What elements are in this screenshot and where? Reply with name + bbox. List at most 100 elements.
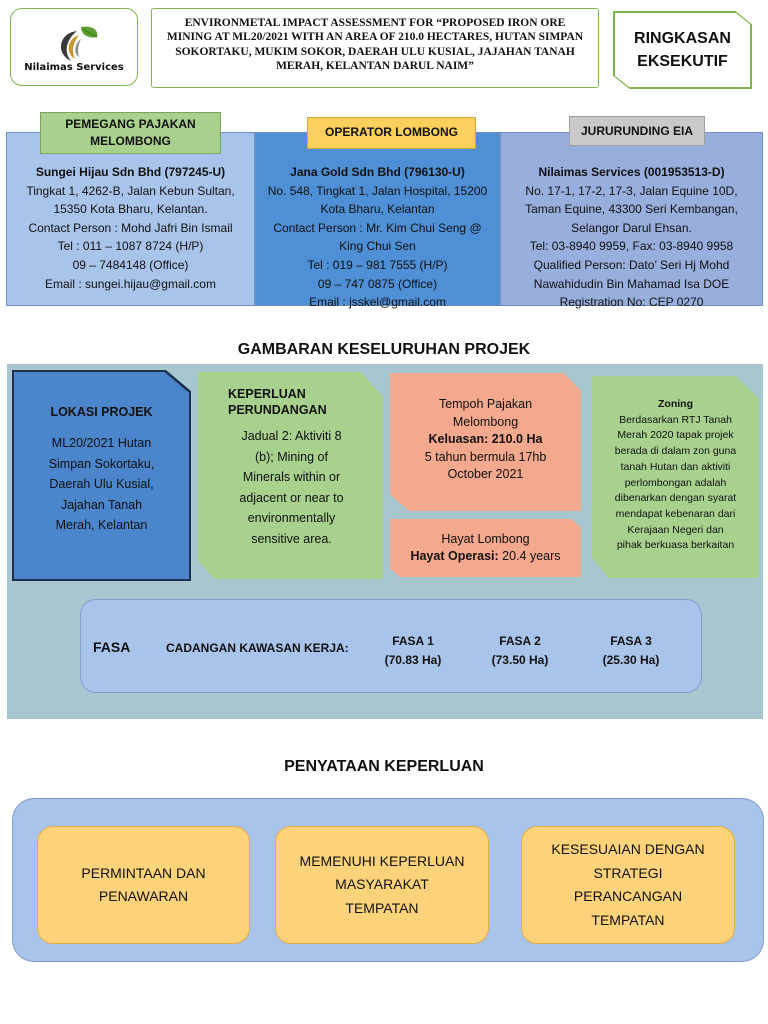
consultant-line: Selangor Darul Ehsan. <box>571 220 692 235</box>
operator-line: Tel : 019 – 981 7555 (H/P) <box>307 257 448 272</box>
location-card: LOKASI PROJEK ML20/2021 Hutan Simpan Sok… <box>14 372 189 579</box>
location-line: Merah, Kelantan <box>55 518 148 532</box>
requirement-supply-demand: PERMINTAAN DAN PENAWARAN <box>37 826 250 944</box>
holder-name: Sungei Hijau Sdn Bhd (797245-U) <box>35 165 226 179</box>
requirement-line: PERMINTAAN DAN <box>81 864 206 881</box>
operator-line: King Chui Sen <box>339 239 416 254</box>
eia-consultant-card: Nilaimas Services (001953513-D) No. 17-1… <box>500 132 763 309</box>
location-line: ML20/2021 Hutan <box>51 436 152 450</box>
consultant-line: Registration No: CEP 0270 <box>559 295 704 310</box>
overview-section-title: GAMBARAN KESELURUHAN PROJEK <box>237 341 531 358</box>
zoning-heading: Zoning <box>658 398 693 410</box>
phase-area: (25.30 Ha) <box>602 653 660 667</box>
mine-life-title: Hayat Lombong <box>441 532 530 546</box>
legal-line: (b); Mining of <box>255 449 328 464</box>
phase-area: (70.83 Ha) <box>384 653 442 667</box>
zoning-line: Berdasarkan RTJ Tanah <box>619 413 732 426</box>
legal-requirement-card: KEPERLUAN PERUNDANGAN Jadual 2: Aktiviti… <box>198 372 383 579</box>
operator-line: 09 – 747 0875 (Office) <box>317 276 438 291</box>
phase-area: (73.50 Ha) <box>491 653 549 667</box>
lease-holder-tag: PEMEGANG PAJAKAN MELOMBONG <box>40 112 221 154</box>
requirement-line: PENAWARAN <box>98 888 189 904</box>
requirement-line: MEMENUHI KEPERLUAN <box>299 852 465 869</box>
requirement-line: STRATEGI <box>593 864 663 881</box>
holder-line: Tingkat 1, 4262-B, Jalan Kebun Sultan, <box>26 183 235 198</box>
zoning-line: mendapat kebenaran dari <box>615 507 736 520</box>
phase-name: FASA 1 <box>392 634 434 648</box>
requirement-local-planning: KESESUAIAN DENGAN STRATEGI PERANCANGAN T… <box>521 826 735 944</box>
location-line: Daerah Ulu Kusial, <box>49 477 154 491</box>
requirement-line: TEMPATAN <box>345 899 419 916</box>
requirement-line: MASYARAKAT <box>335 876 429 893</box>
consultant-tag: JURURUNDING EIA <box>569 116 705 146</box>
location-line: Jajahan Tanah <box>60 497 143 512</box>
phase-1: FASA 1 (70.83 Ha) <box>368 632 458 670</box>
operator-line: Contact Person : Mr. Kim Chui Seng @ <box>273 220 482 235</box>
tag-line: MELOMBONG <box>90 134 171 148</box>
summary-badge: RINGKASAN EKSEKUTIF <box>614 12 751 88</box>
requirement-line: KESESUAIAN DENGAN <box>551 841 705 857</box>
operator-line: No. 548, Tingkat 1, Jalan Hospital, 1520… <box>267 183 488 198</box>
zoning-line: dibenarkan dengan syarat <box>614 492 737 505</box>
tag-line: PEMEGANG PAJAKAN <box>65 117 196 131</box>
zoning-line: perlombongan adalah <box>624 476 727 489</box>
summary-line-2: EKSEKUTIF <box>637 53 728 70</box>
operator-name: Jana Gold Sdn Bhd (796130-U) <box>290 165 465 179</box>
consultant-line: Tel: 03-8940 9959, Fax: 03-8940 9958 <box>529 239 734 254</box>
operator-email: Email : jsskel@gmail.com <box>309 295 446 310</box>
logo-text: Nilaimas Services <box>24 62 124 73</box>
holder-line: Contact Person : Mohd Jafri Bin Ismail <box>28 220 233 235</box>
legal-heading: PERUNDANGAN <box>228 403 327 417</box>
phase-3: FASA 3 (25.30 Ha) <box>586 632 676 670</box>
work-area-proposal-label: CADANGAN KAWASAN KERJA: <box>166 641 349 655</box>
lease-holder-card: Sungei Hijau Sdn Bhd (797245-U) Tingkat … <box>6 132 255 306</box>
legal-line: Jadual 2: Aktiviti 8 <box>241 429 342 443</box>
legal-heading: KEPERLUAN <box>228 387 306 401</box>
requirements-section-title: PENYATAAN KEPERLUAN <box>284 758 484 775</box>
location-line: Simpan Sokortaku, <box>48 456 155 471</box>
summary-line-1: RINGKASAN <box>634 30 731 47</box>
parties-row: Sungei Hijau Sdn Bhd (797245-U) Tingkat … <box>6 132 763 309</box>
phase-name: FASA 2 <box>499 634 541 648</box>
lease-start: October 2021 <box>447 467 524 481</box>
phases-bar <box>80 599 702 693</box>
consultant-name: Nilaimas Services (001953513-D) <box>538 165 725 179</box>
phase-2: FASA 2 (73.50 Ha) <box>475 632 565 670</box>
consultant-line: Nawahidudin Bin Mahamad Isa DOE <box>533 276 730 291</box>
company-logo: Nilaimas Services <box>10 8 138 86</box>
holder-email: Email : sungei.hijau@gmail.com <box>45 276 216 291</box>
operator-tag: OPERATOR LOMBONG <box>307 117 476 149</box>
legal-line: Minerals within or <box>242 470 341 484</box>
zoning-line: tanah Hutan dan aktiviti <box>620 460 731 473</box>
consultant-line: No. 17-1, 17-2, 17-3, Jalan Equine 10D, <box>525 183 738 198</box>
lease-duration: 5 tahun bermula 17hb <box>424 449 547 464</box>
zoning-line: Kerajaan Negeri dan <box>627 523 724 536</box>
mine-life-value: 20.4 years <box>498 549 561 563</box>
lease-period-card: Tempoh Pajakan Melombong Keluasan: 210.0… <box>390 373 581 511</box>
legal-line: adjacent or near to <box>239 490 344 505</box>
location-heading: LOKASI PROJEK <box>50 405 153 419</box>
zoning-line: berada di dalam zon guna <box>614 445 737 458</box>
requirement-line: TEMPATAN <box>591 911 665 928</box>
lease-title: Tempoh Pajakan <box>438 397 533 411</box>
mine-life-label: Hayat Operasi: <box>410 549 499 563</box>
zoning-card: Zoning Berdasarkan RTJ Tanah Merah 2020 … <box>592 376 759 578</box>
legal-line: sensitive area. <box>251 531 332 546</box>
legal-line: environmentally <box>247 511 336 525</box>
holder-line: 09 – 7484148 (Office) <box>72 257 189 272</box>
requirement-local-community: MEMENUHI KEPERLUAN MASYARAKAT TEMPATAN <box>275 826 489 944</box>
zoning-line: Merah 2020 tapak projek <box>617 429 734 442</box>
holder-line: Tel : 011 – 1087 8724 (H/P) <box>57 239 204 254</box>
holder-line: 15350 Kota Bharu, Kelantan. <box>53 202 208 217</box>
phases-label: FASA <box>93 639 131 655</box>
leaf-logo-icon <box>60 26 98 61</box>
requirement-line: PERANCANGAN <box>573 888 683 904</box>
lease-title: Melombong <box>452 414 519 429</box>
operator-line: Kota Bharu, Kelantan <box>320 202 435 217</box>
lease-area: Keluasan: 210.0 Ha <box>428 432 543 446</box>
mine-life-card: Hayat Lombong Hayat Operasi: 20.4 years <box>390 519 581 577</box>
mine-operator-card: Jana Gold Sdn Bhd (796130-U) No. 548, Ti… <box>255 132 500 309</box>
zoning-line: pihak berkuasa berkaitan <box>616 539 735 552</box>
consultant-line: Taman Equine, 43300 Seri Kembangan, <box>525 202 738 217</box>
consultant-line: Qualified Person: Dato’ Seri Hj Mohd <box>533 257 730 272</box>
